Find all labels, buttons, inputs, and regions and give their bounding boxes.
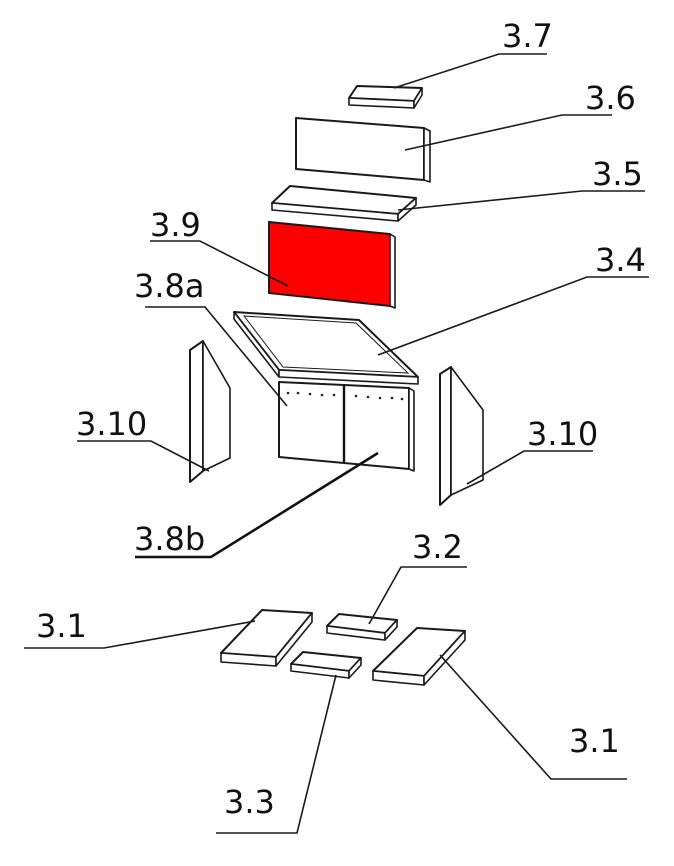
label-3-8b: 3.8b — [134, 520, 205, 558]
part-3-5 — [271, 185, 417, 222]
part-3-1-right — [372, 627, 466, 686]
label-3-8a: 3.8a — [134, 267, 205, 305]
label-3-4: 3.4 — [595, 241, 646, 279]
label-3-1-right: 3.1 — [569, 722, 620, 760]
part-3-3 — [290, 651, 362, 679]
part-3-2 — [326, 613, 398, 641]
label-3-1-left: 3.1 — [36, 607, 87, 645]
part-3-4 — [233, 311, 419, 385]
label-3-2: 3.2 — [412, 528, 463, 566]
label-3-7: 3.7 — [502, 17, 553, 55]
label-3-10-right: 3.10 — [527, 415, 598, 453]
part-3-10-right — [439, 366, 484, 506]
label-3-9: 3.9 — [150, 206, 201, 244]
part-3-1-left — [220, 609, 313, 667]
part-3-8 — [278, 381, 415, 472]
label-3-10-left: 3.10 — [76, 405, 147, 443]
part-3-9-highlighted — [268, 220, 396, 309]
part-3-7 — [348, 85, 423, 109]
part-3-10-left — [189, 340, 231, 483]
label-3-6: 3.6 — [585, 79, 636, 117]
part-3-6 — [295, 117, 431, 183]
label-3-5: 3.5 — [592, 155, 643, 193]
label-3-3: 3.3 — [224, 783, 275, 821]
leader-lines — [24, 53, 649, 834]
